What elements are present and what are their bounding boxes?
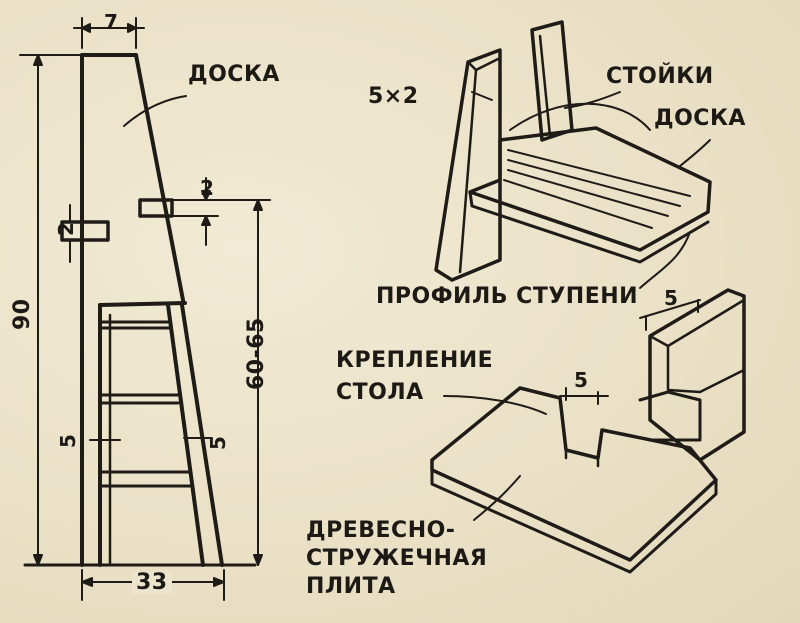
leader-table-mount [443,395,547,415]
dim-height-arrows [33,54,43,566]
leader-board-right [679,139,711,167]
label-dim-slot: 5 [574,368,589,392]
label-posts: СТОЙКИ [606,64,714,89]
label-chipboard-2: СТРУЖЕЧНАЯ [306,546,488,571]
leader-post-section [471,91,493,101]
post-2-edge [538,34,552,138]
label-dim-profile: 5 [664,286,679,310]
label-chipboard-1: ДРЕВЕСНО- [306,518,456,543]
dim-leg-lines [89,437,213,441]
dim-height-line [19,54,81,566]
post-2 [530,20,574,142]
label-dim-cleat-left: 2 [54,221,78,236]
cleat-left [60,220,110,242]
label-dim-top-width: 7 [104,10,119,34]
leader-step-profile [639,231,691,289]
leg-back-outer-2 [180,303,224,567]
chipboard-plate [430,386,718,562]
leg-back-outer [166,303,205,567]
backboard-right-edge [134,53,185,302]
leader-posts-2 [509,102,651,131]
leader-chipboard [473,475,521,521]
dim-top-arrows [81,23,137,33]
label-table-mount-1: КРЕПЛЕНИЕ [336,348,494,373]
label-dim-height-total: 90 [10,298,35,330]
step-board-front [468,190,710,264]
dim-seat-height-arrows [253,199,263,566]
chipboard-thickness [430,468,718,574]
mount-block [648,288,746,462]
label-dim-leg-left: 5 [56,433,80,448]
step-view [434,20,712,289]
label-dim-leg-right: 5 [206,435,230,450]
post-1-edge [458,68,478,274]
dim-cleat-right-line [171,177,271,246]
side-view [23,53,257,567]
label-dim-base-width: 33 [132,572,172,594]
label-dim-post-section: 5×2 [368,84,419,109]
dim-slot-line [559,387,609,405]
rung-2 [98,393,180,405]
dim-profile-line [639,299,701,331]
leader-posts [564,91,621,109]
label-board-right: ДОСКА [654,106,746,131]
step-grooves [503,149,691,229]
rung-1 [98,320,172,330]
label-table-mount-2: СТОЛА [336,380,424,405]
rung-3 [98,470,194,488]
dim-cleat-right-arrows [201,190,211,226]
slot-depth [564,448,600,468]
step-board [468,126,712,252]
post-1 [434,48,502,282]
table-mount-view [430,288,746,574]
seat-top [98,301,187,307]
label-step-profile: ПРОФИЛЬ СТУПЕНИ [376,284,639,309]
side-view-dimensions [19,17,271,601]
label-board-left: ДОСКА [188,62,280,87]
leader-board-left [123,95,187,127]
label-dim-seat-height: 60-65 [244,317,269,390]
dim-base-arrows [81,577,225,587]
mount-tenon [638,390,702,442]
label-chipboard-3: ПЛИТА [306,574,396,599]
label-dim-cleat-right: 2 [200,176,215,200]
mount-block-edge [666,344,746,394]
